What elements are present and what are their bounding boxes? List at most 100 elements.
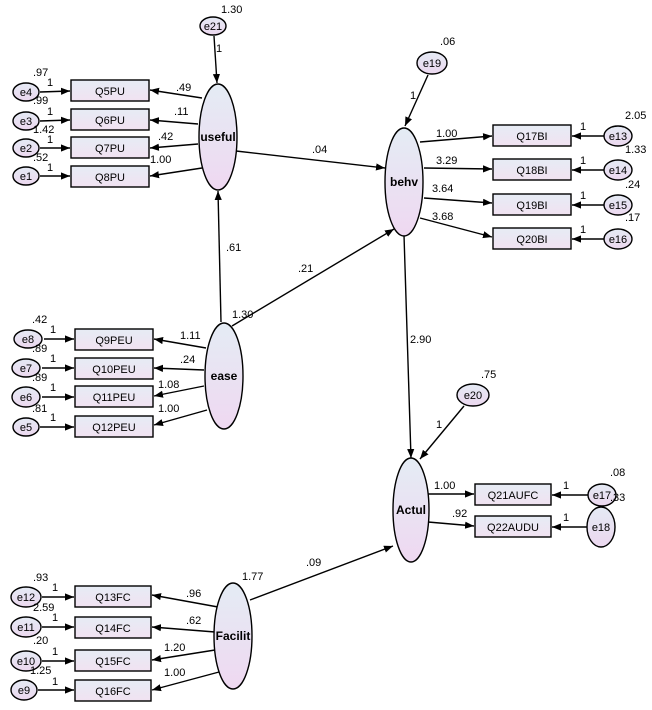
error-e8: e8 bbox=[13, 329, 43, 349]
error-e4: e4 bbox=[12, 82, 40, 102]
error-e20: e20 bbox=[456, 383, 490, 407]
svg-text:e4: e4 bbox=[20, 87, 32, 99]
loading-q11peu: 1.08 bbox=[158, 379, 179, 391]
variance-e11: 2.59 bbox=[33, 602, 54, 614]
path-behv-q17bi bbox=[419, 133, 493, 143]
path-ease-q9peu bbox=[153, 336, 207, 349]
svg-text:Q10PEU: Q10PEU bbox=[92, 364, 135, 376]
loading-q18bi: 3.29 bbox=[436, 155, 457, 167]
structural-useful-behv: .04 bbox=[312, 144, 327, 156]
path-ease-q11peu bbox=[153, 385, 205, 398]
error-e21: e21 bbox=[199, 16, 227, 36]
indicator-q5pu: Q5PU bbox=[70, 79, 150, 102]
fixed-e10: 1 bbox=[52, 646, 58, 658]
loading-q12peu: 1.00 bbox=[158, 403, 179, 415]
loading-q21aufc: 1.00 bbox=[434, 480, 455, 492]
path-behv-actul bbox=[403, 234, 415, 459]
svg-text:e16: e16 bbox=[609, 234, 627, 246]
svg-text:e11: e11 bbox=[17, 622, 35, 634]
svg-text:e7: e7 bbox=[20, 363, 32, 375]
fixed-e12: 1 bbox=[52, 582, 58, 594]
loading-q8pu: 1.00 bbox=[150, 154, 171, 166]
variance-e12: .93 bbox=[33, 572, 48, 584]
variance-ease: 1.30 bbox=[232, 309, 253, 321]
fixed-e16: 1 bbox=[580, 224, 586, 236]
path-behv-q19bi bbox=[423, 197, 493, 206]
path-behv-q18bi bbox=[423, 165, 493, 173]
loading-q22audu: .92 bbox=[452, 508, 467, 520]
indicator-q10peu: Q10PEU bbox=[74, 357, 154, 380]
indicator-q19bi: Q19BI bbox=[492, 193, 572, 216]
latent-behv: behv bbox=[384, 127, 424, 237]
indicator-q8pu: Q8PU bbox=[70, 165, 150, 188]
indicator-q16fc: Q16FC bbox=[74, 679, 152, 702]
variance-e4: .97 bbox=[33, 67, 48, 79]
svg-text:Q8PU: Q8PU bbox=[95, 172, 125, 184]
svg-text:Q16FC: Q16FC bbox=[95, 686, 131, 698]
fixed-e5: 1 bbox=[50, 412, 56, 424]
indicator-q11peu: Q11PEU bbox=[74, 385, 154, 408]
variance-e17: .08 bbox=[610, 467, 625, 479]
path-e21-useful bbox=[212, 35, 221, 84]
loading-q19bi: 3.64 bbox=[432, 183, 453, 195]
indicator-q7pu: Q7PU bbox=[70, 136, 150, 159]
structural-behv-actul: 2.90 bbox=[410, 334, 431, 346]
indicator-q6pu: Q6PU bbox=[70, 108, 150, 131]
variance-e7: .89 bbox=[32, 343, 47, 355]
loading-q5pu: .49 bbox=[176, 82, 191, 94]
fixed-e3: 1 bbox=[47, 106, 53, 118]
svg-text:useful: useful bbox=[200, 130, 235, 144]
svg-text:e6: e6 bbox=[20, 392, 32, 404]
svg-text:Q21AUFC: Q21AUFC bbox=[488, 490, 539, 502]
svg-text:e1: e1 bbox=[20, 171, 32, 183]
svg-text:Q7PU: Q7PU bbox=[95, 143, 125, 155]
variance-facilit: 1.77 bbox=[242, 571, 263, 583]
variance-e9: 1.25 bbox=[30, 665, 51, 677]
fixed-e6: 1 bbox=[50, 382, 56, 394]
loading-q13fc: .96 bbox=[186, 588, 201, 600]
svg-text:Q17BI: Q17BI bbox=[516, 131, 547, 143]
indicator-q21aufc: Q21AUFC bbox=[474, 483, 552, 506]
error-e7: e7 bbox=[11, 358, 41, 378]
path-useful-q8pu bbox=[149, 167, 203, 179]
svg-text:behv: behv bbox=[390, 175, 418, 189]
structural-facilit-actul: .09 bbox=[306, 557, 321, 569]
svg-text:Q5PU: Q5PU bbox=[95, 86, 125, 98]
svg-text:e12: e12 bbox=[17, 592, 35, 604]
loading-q14fc: .62 bbox=[186, 615, 201, 627]
fixed-e11: 1 bbox=[52, 612, 58, 624]
variance-e3: .99 bbox=[33, 95, 48, 107]
error-e18: e18 bbox=[586, 506, 616, 548]
variance-e8: .42 bbox=[32, 314, 47, 326]
error-e16: e16 bbox=[603, 228, 633, 250]
latent-useful: useful bbox=[198, 83, 238, 191]
path-e19-behv bbox=[404, 74, 429, 127]
indicator-q17bi: Q17BI bbox=[492, 124, 572, 147]
error-e12: e12 bbox=[10, 586, 42, 608]
path-ease-useful bbox=[214, 190, 222, 323]
variance-e2: 1.42 bbox=[33, 124, 54, 136]
variance-e1: .52 bbox=[33, 152, 48, 164]
indicator-q18bi: Q18BI bbox=[492, 158, 572, 181]
error-e11: e11 bbox=[10, 616, 42, 638]
loading-q20bi: 3.68 bbox=[432, 211, 453, 223]
error-e3: e3 bbox=[12, 111, 40, 131]
svg-text:Q18BI: Q18BI bbox=[516, 165, 547, 177]
fixed-e9: 1 bbox=[52, 676, 58, 688]
svg-text:e8: e8 bbox=[22, 334, 34, 346]
indicator-q9peu: Q9PEU bbox=[74, 328, 154, 351]
variance-e10: .20 bbox=[33, 635, 48, 647]
error-e5: e5 bbox=[12, 417, 40, 437]
path-facilit-actul bbox=[249, 545, 394, 601]
path-facilit-q16fc bbox=[151, 671, 220, 692]
error-e17: e17 bbox=[587, 483, 617, 507]
path-useful-behv bbox=[235, 150, 386, 171]
svg-text:Q14FC: Q14FC bbox=[95, 623, 131, 635]
indicator-q12peu: Q12PEU bbox=[74, 415, 154, 438]
error-e1: e1 bbox=[12, 166, 40, 186]
svg-text:e2: e2 bbox=[20, 143, 32, 155]
svg-text:Q20BI: Q20BI bbox=[516, 234, 547, 246]
loading-q7pu: .42 bbox=[158, 131, 173, 143]
error-e6: e6 bbox=[11, 386, 41, 408]
